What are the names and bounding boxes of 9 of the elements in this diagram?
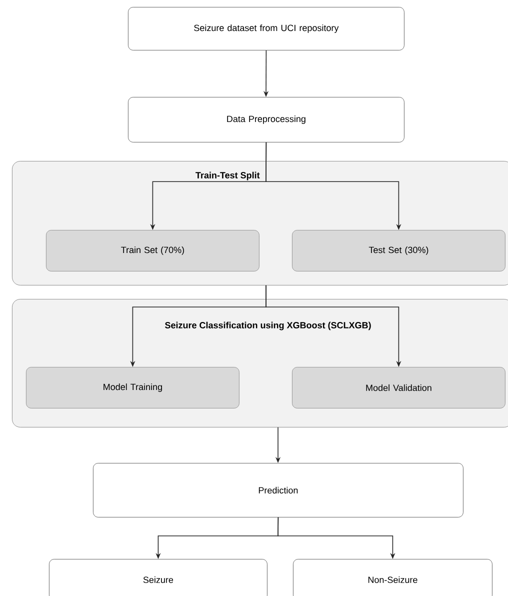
process-box: Seizure xyxy=(49,559,268,596)
process-box: Non-Seizure xyxy=(293,559,492,596)
step-box: Test Set (30%) xyxy=(292,230,506,272)
process-box: Prediction xyxy=(93,463,464,518)
step-box: Model Validation xyxy=(292,367,506,408)
process-box: Data Preprocessing xyxy=(128,97,404,142)
process-box: Seizure dataset from UCI repository xyxy=(128,7,404,50)
step-box: Train Set (70%) xyxy=(46,230,260,272)
step-box: Model Training xyxy=(26,367,240,408)
